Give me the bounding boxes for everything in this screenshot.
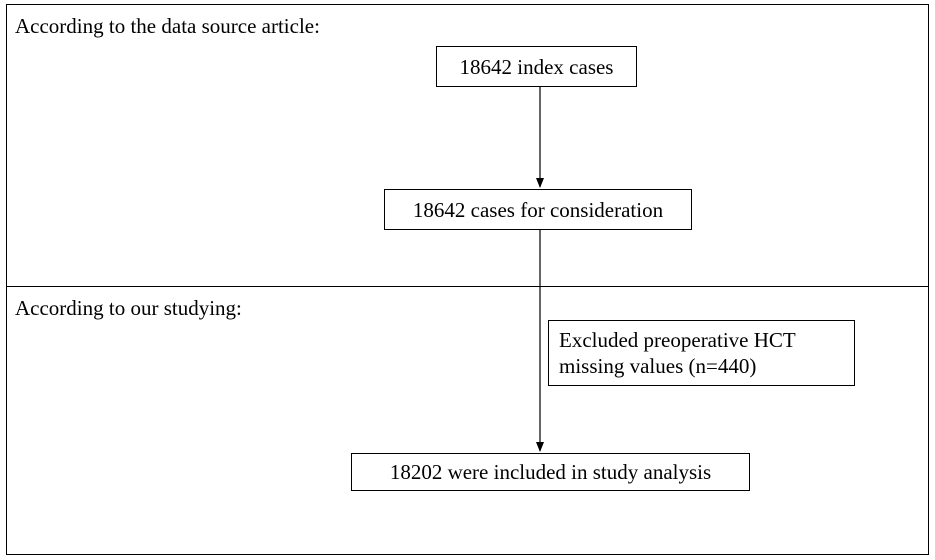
- section-divider: [6, 286, 929, 287]
- box-cases-for-consideration: 18642 cases for consideration: [384, 189, 692, 230]
- excluded-line-2: missing values (n=440): [559, 354, 757, 378]
- box-excluded-missing-hct: Excluded preoperative HCT missing values…: [548, 320, 855, 386]
- section-label-our-study: According to our studying:: [15, 296, 242, 320]
- box-index-cases: 18642 index cases: [436, 46, 637, 87]
- diagram-frame: [6, 4, 929, 555]
- section-label-data-source: According to the data source article:: [15, 14, 320, 38]
- excluded-line-1: Excluded preoperative HCT: [559, 328, 796, 352]
- box-included-in-analysis: 18202 were included in study analysis: [351, 453, 750, 491]
